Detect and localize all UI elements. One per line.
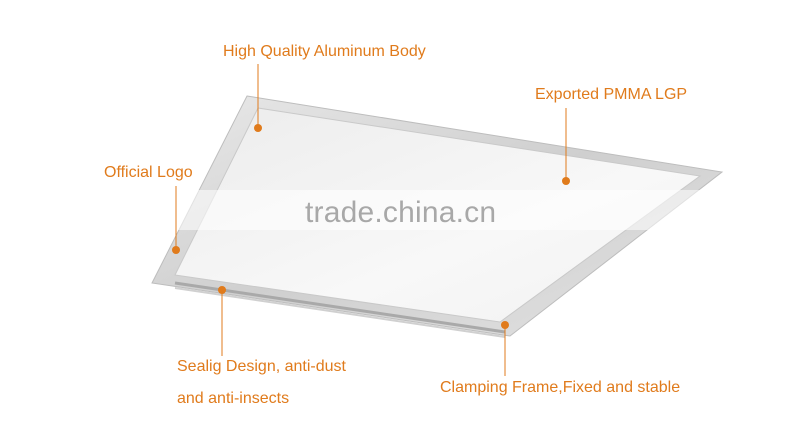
clamping-rail (174, 281, 506, 334)
callout-aluminum-body: High Quality Aluminum Body (223, 43, 426, 60)
callout-dot-aluminum-body (254, 124, 262, 132)
callout-pmma-lgp: Exported PMMA LGP (535, 86, 688, 103)
callout-sealing-line2: and anti-insects (177, 390, 290, 407)
callout-clamping-frame: Clamping Frame,Fixed and stable (440, 379, 681, 396)
callout-dot-sealing (218, 286, 226, 294)
watermark-text: trade.china.cn (305, 196, 497, 229)
callout-official-logo: Official Logo (104, 164, 193, 181)
callout-dot-pmma-lgp (562, 177, 570, 185)
callout-dot-official-logo (172, 246, 180, 254)
callout-dot-clamping (501, 321, 509, 329)
callout-sealing-line1: Sealig Design, anti-dust (177, 358, 346, 375)
